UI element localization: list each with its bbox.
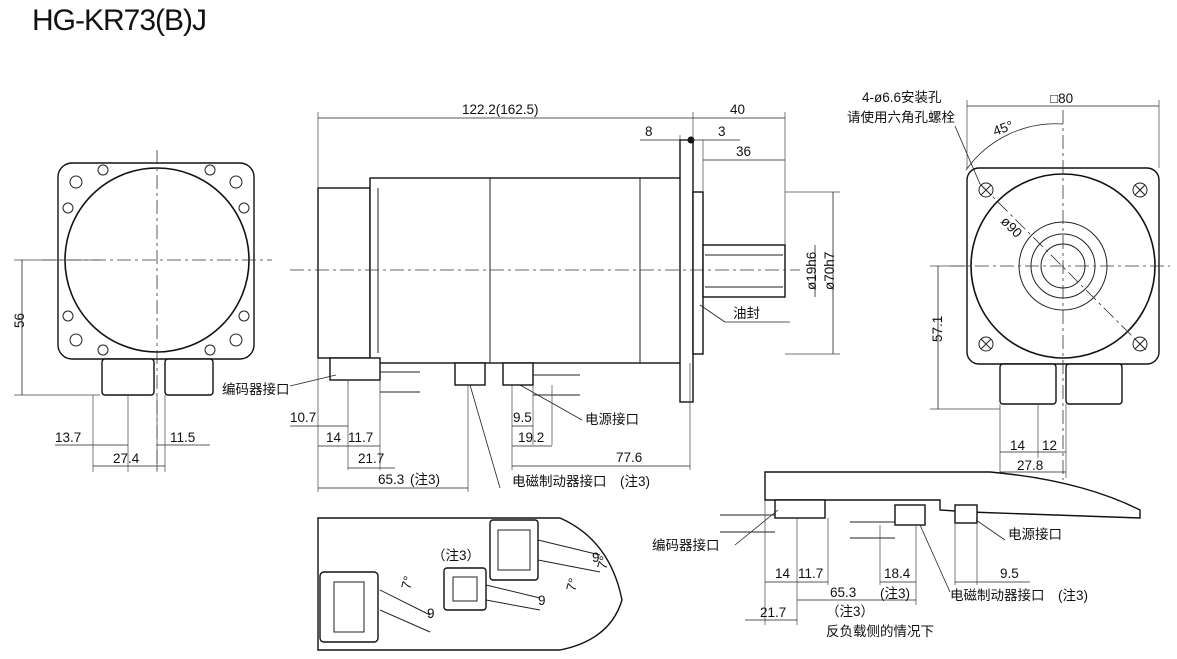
dim-19-2: 19.2 [518,430,544,445]
dim-14-c: 14 [775,566,791,581]
dim-122-2: 122.2(162.5) [462,102,539,117]
dim-21-7-c: 21.7 [760,605,786,620]
label-anti-load: 反负载侧的情况下 [826,624,934,639]
dim-19h6: ø19h6 [804,252,819,290]
dim-40: 40 [730,102,745,117]
label-brake: 电磁制动器接口 [512,473,607,489]
label-mount-bolt: 请使用六角孔螺栓 [847,109,955,125]
dim-8: 8 [645,124,653,139]
front-power-connector [164,358,214,396]
dim-14-b: 14 [1010,438,1026,453]
dim-7-deg-a: 7° [398,574,416,590]
side-view: 122.2(162.5) 40 8 3 36 ø19h6 ø70h7 油封 编码… [222,102,840,492]
dim-9-a: 9 [427,606,435,621]
note3-c: （注3） [432,548,480,563]
dim-77-6: 77.6 [616,450,642,465]
dim-14-a: 14 [326,430,342,445]
connector-detail: （注3） 7° 7° 7° 9 9 9 [317,517,623,651]
dim-36: 36 [736,144,751,159]
dim-10-7: 10.7 [290,410,316,425]
front-encoder-connector [101,358,155,396]
detail2-encoder-connector [774,499,826,519]
flange-encoder-connector [999,363,1057,405]
dim-9-5-a: 9.5 [513,410,532,425]
detail2-power-connector [954,504,978,524]
dim-13-7: 13.7 [55,430,81,445]
side-power-connector [502,362,534,386]
dim-18-4: 18.4 [884,566,911,581]
front-flange-side [679,139,694,403]
note3-f: (注3) [1058,588,1088,603]
rear-cover [317,187,371,359]
dim-70h7: ø70h7 [822,252,837,290]
dim-11-7-a: 11.7 [348,430,373,445]
dim-21-7-a: 21.7 [358,451,384,466]
label-power-2: 电源接口 [1008,526,1062,542]
pilot [692,191,704,355]
motor-body [369,177,691,364]
dim-27-8: 27.8 [1017,458,1043,473]
side-brake-connector [454,362,486,386]
dim-11-7-c: 11.7 [798,566,823,581]
flange-view: □80 45° ø90 4-ø6.6安装孔 请使用六角孔螺栓 57.1 14 1… [847,90,1170,480]
model-title: HG-KR73(B)J [32,4,207,37]
dim-56: 56 [12,313,27,328]
label-power: 电源接口 [585,411,639,427]
dim-12: 12 [1042,438,1057,453]
dim-3: 3 [718,124,726,139]
shaft [702,244,786,298]
front-bolts [62,164,250,356]
dim-11-5: 11.5 [170,430,195,445]
anti-load-detail: 编码器接口 电源接口 14 11.7 18.4 9.5 65.3 (注3) 21… [652,471,1141,639]
label-encoder-2: 编码器接口 [652,537,720,553]
dim-57-1: 57.1 [930,316,945,342]
front-flange [57,162,255,360]
front-view: 56 13.7 27.4 11.5 [12,150,272,472]
dim-9-5-c: 9.5 [1000,566,1019,581]
note3-b: (注3) [620,474,650,489]
dim-80: □80 [1050,91,1073,106]
flange-power-connector [1065,363,1123,405]
flange-holes [978,182,1148,352]
dim-45-deg: 45° [991,118,1015,139]
dim-65-3-c: 65.3 [830,585,856,600]
detail-brake-connector [443,567,487,611]
note3-a: (注3) [410,472,440,487]
label-brake-2: 电磁制动器接口 [950,587,1045,603]
note3-e: （注3） [826,604,874,619]
detail2-brake-connector [894,504,926,526]
dim-65-3-a: 65.3 [378,472,404,487]
label-encoder: 编码器接口 [222,381,290,397]
note3-d: (注3) [880,586,910,601]
side-encoder-connector [329,357,381,381]
detail-power-connector [489,519,539,581]
label-mount-hole: 4-ø6.6安装孔 [862,90,942,105]
dim-9-b: 9 [538,593,546,608]
dim-9-c: 9 [592,550,600,565]
label-oil-seal: 油封 [733,306,760,321]
dim-27-4: 27.4 [113,451,140,466]
dim-7-deg-c: 7° [594,554,612,570]
dim-7-deg-b: 7° [563,576,581,592]
